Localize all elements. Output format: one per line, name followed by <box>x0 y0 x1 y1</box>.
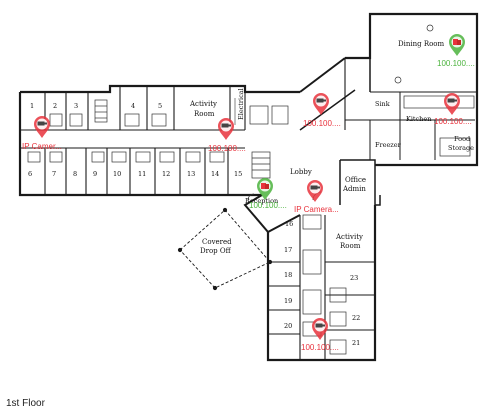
office-admin-label-2: Admin <box>342 185 366 193</box>
room-8-label: 8 <box>73 170 77 178</box>
device-marker-dining[interactable] <box>449 34 465 56</box>
electrical-label: Electrical <box>237 88 245 120</box>
activity-room-bottom-label: Activity <box>335 233 363 241</box>
camera-label-center[interactable]: IP Camera... <box>294 205 339 214</box>
sink-label: Sink <box>375 100 390 108</box>
office-admin-label: Office <box>345 176 366 184</box>
room-2-label: 2 <box>53 102 57 110</box>
camera-marker-bottom[interactable] <box>312 318 328 340</box>
freezer-label: Freezer <box>375 141 402 149</box>
activity-room-bottom-label-2: Room <box>340 242 361 250</box>
room-4-label: 4 <box>131 102 135 110</box>
room-7-label: 7 <box>52 170 56 178</box>
room-11-label: 11 <box>138 170 146 178</box>
camera-label-mid[interactable]: 100.100.... <box>208 144 246 153</box>
camera-icon <box>444 93 460 115</box>
room-3-label: 3 <box>74 102 78 110</box>
camera-icon <box>312 318 328 340</box>
activity-room-top-label-2: Room <box>194 110 215 118</box>
room-16-label: 16 <box>285 220 293 228</box>
room-labels: 1 2 3 4 5 Activity Room Electrical 6 7 8… <box>28 40 474 347</box>
device-icon <box>449 34 465 56</box>
food-storage-label: Food <box>454 135 470 143</box>
walls <box>18 12 479 362</box>
camera-icon <box>34 116 50 138</box>
camera-marker-mid[interactable] <box>218 118 234 140</box>
device-label-reception[interactable]: 100.100.... <box>249 201 287 210</box>
room-13-label: 13 <box>187 170 195 178</box>
room-22-label: 22 <box>352 314 360 322</box>
room-6-label: 6 <box>28 170 32 178</box>
camera-icon <box>313 93 329 115</box>
room-5-label: 5 <box>158 102 162 110</box>
device-label-dining[interactable]: 100.100.... <box>437 59 475 68</box>
reception-label: Reception <box>245 197 278 205</box>
camera-marker-center[interactable] <box>307 180 323 202</box>
room-12-label: 12 <box>162 170 170 178</box>
markers: IP Camer... 100.100.... 100.100.... 100.… <box>22 34 475 352</box>
camera-icon <box>307 180 323 202</box>
camera-icon <box>218 118 234 140</box>
dining-room-label: Dining Room <box>398 40 445 48</box>
room-9-label: 9 <box>93 170 97 178</box>
camera-label-kitchen[interactable]: 100.100.... <box>434 117 472 126</box>
floor-label: 1st Floor <box>6 398 45 409</box>
camera-label-left[interactable]: IP Camer... <box>22 142 62 151</box>
room-19-label: 19 <box>284 297 292 305</box>
room-15-label: 15 <box>234 170 242 178</box>
fixtures <box>27 24 475 355</box>
covered-drop-off-label-2: Drop Off <box>200 247 232 255</box>
room-17-label: 17 <box>284 246 292 254</box>
camera-marker-lobby-top[interactable] <box>313 93 329 115</box>
camera-label-bottom[interactable]: 100.100.... <box>301 343 339 352</box>
activity-room-top-label: Activity <box>189 100 217 108</box>
camera-marker-left[interactable] <box>34 116 50 138</box>
lobby-label: Lobby <box>290 168 312 176</box>
room-18-label: 18 <box>284 271 292 279</box>
kitchen-label: Kitchen <box>406 115 431 123</box>
food-storage-label-2: Storage <box>448 144 474 152</box>
camera-marker-kitchen[interactable] <box>444 93 460 115</box>
camera-label-lobby-top[interactable]: 100.100.... <box>303 119 341 128</box>
covered-drop-off-label: Covered <box>202 238 232 246</box>
room-20-label: 20 <box>284 322 292 330</box>
room-21-label: 21 <box>352 339 360 347</box>
room-1-label: 1 <box>30 102 34 110</box>
room-14-label: 14 <box>211 170 219 178</box>
room-10-label: 10 <box>113 170 121 178</box>
room-23-label: 23 <box>350 274 358 282</box>
